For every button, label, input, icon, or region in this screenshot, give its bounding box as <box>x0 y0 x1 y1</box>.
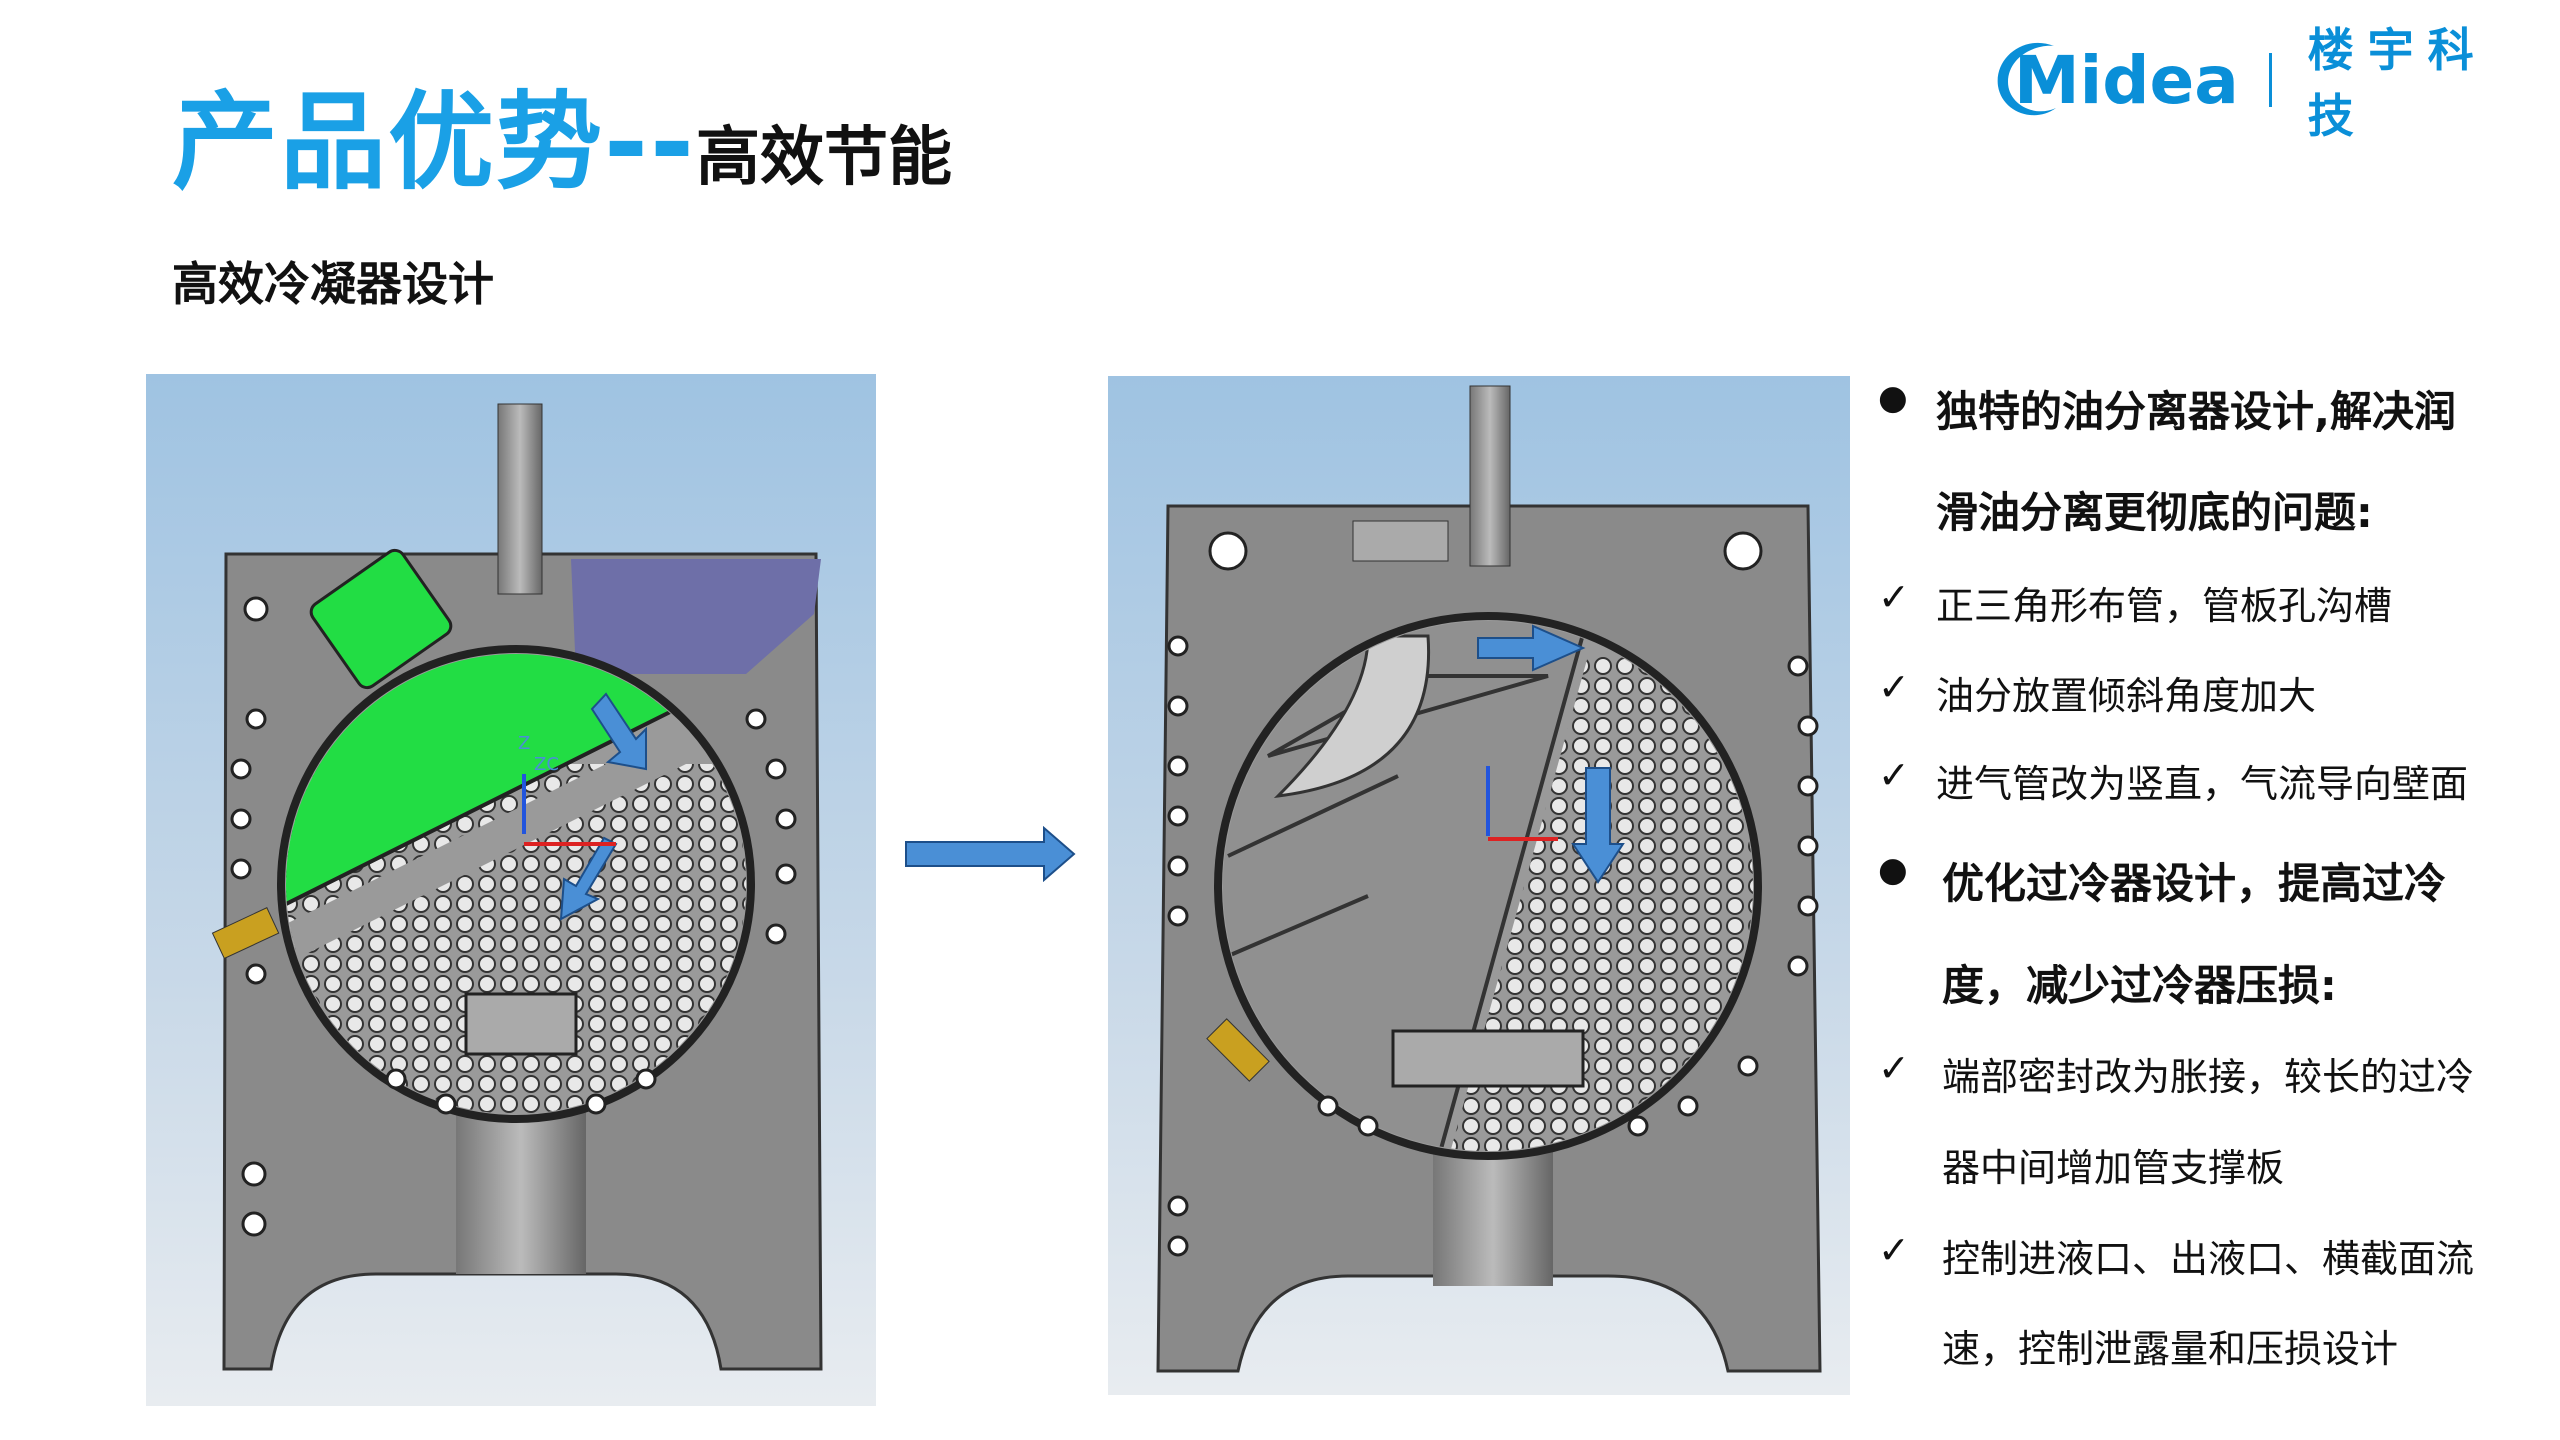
checkmark-icon: ✓ <box>1878 575 1910 619</box>
division-name: 楼宇科技 <box>2307 23 2488 143</box>
checkmark-icon: ✓ <box>1878 665 1910 709</box>
section-subtitle: 高效冷凝器设计 <box>172 257 494 311</box>
feature-text: 油分放置倾斜角度加大 <box>1936 674 2317 718</box>
midea-swoosh-icon <box>1997 42 2056 116</box>
logo-divider <box>2268 53 2272 107</box>
arrow-right-icon <box>905 826 1076 882</box>
feature-text: 端部密封改为胀接，较长的过冷 <box>1942 1055 2475 1099</box>
condenser-after-image <box>1108 376 1850 1395</box>
feature-text: 独特的油分离器设计,解决润 <box>1936 387 2456 436</box>
feature-text: 速，控制泄露量和压损设计 <box>1942 1327 2399 1371</box>
feature-text: 控制进液口、出液口、横截面流 <box>1942 1237 2475 1281</box>
slide-title: 产品优势--高效节能 <box>172 56 952 210</box>
midea-logo: Midea 楼宇科技 <box>1994 23 2524 143</box>
axis-zc-label: ZC <box>534 754 559 775</box>
title-sub: 高效节能 <box>696 121 952 195</box>
feature-text: 进气管改为竖直，气流导向壁面 <box>1936 762 2469 806</box>
feature-text: 优化过冷器设计，提高过冷 <box>1942 859 2447 908</box>
feature-text: 滑油分离更彻底的问题: <box>1936 488 2373 537</box>
title-main: 产品优势-- <box>172 81 696 204</box>
brand-name: Midea <box>2014 41 2239 119</box>
checkmark-icon: ✓ <box>1878 1046 1910 1090</box>
condenser-before-image: Z ZC <box>146 374 876 1406</box>
feature-text: 器中间增加管支撑板 <box>1942 1146 2285 1190</box>
bullet-icon: ● <box>1878 850 1908 890</box>
checkmark-icon: ✓ <box>1878 1228 1910 1272</box>
checkmark-icon: ✓ <box>1878 753 1910 797</box>
feature-text: 正三角形布管，管板孔沟槽 <box>1936 584 2393 628</box>
feature-text: 度，减少过冷器压损: <box>1942 961 2337 1010</box>
bullet-icon: ● <box>1878 378 1908 418</box>
axis-z-label: Z <box>518 733 530 754</box>
